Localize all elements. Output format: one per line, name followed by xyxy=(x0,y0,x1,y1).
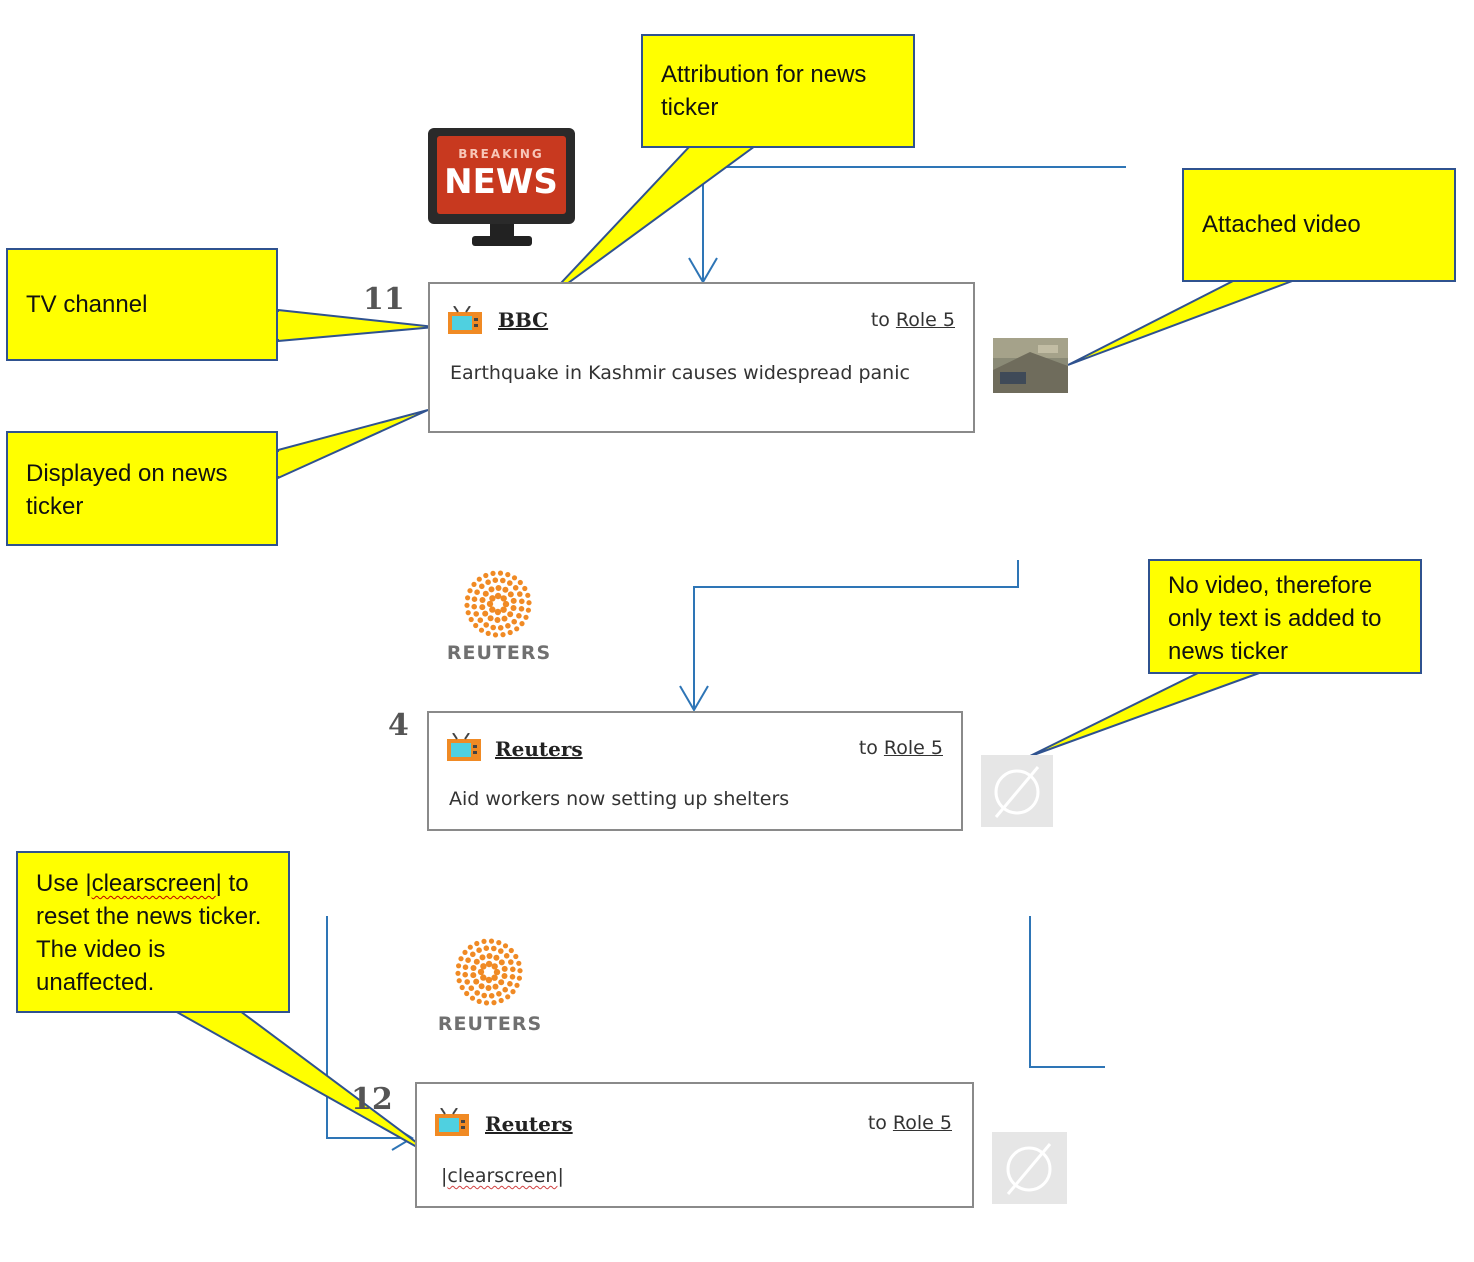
message-number: 11 xyxy=(363,282,405,317)
role-link[interactable]: Role 5 xyxy=(895,309,955,331)
callout-attribution: Attribution for news ticker xyxy=(641,34,915,148)
tv-icon xyxy=(448,306,482,334)
pointer-displayed xyxy=(277,409,429,480)
to-label: to xyxy=(858,737,878,759)
pointer-attribution xyxy=(544,145,759,301)
message-text-word: clearscreen xyxy=(447,1165,558,1187)
callout-clearscreen-post: | to reset the news ticker. The video is… xyxy=(36,870,262,996)
message-text-pre: | xyxy=(441,1165,448,1187)
connector-bottom-right xyxy=(1029,916,1105,1068)
to-label: to xyxy=(870,309,890,331)
pointer-clearscreen xyxy=(171,1010,441,1161)
callout-attribution-text: Attribution for news ticker xyxy=(661,61,867,121)
message-number: 12 xyxy=(351,1082,393,1117)
callout-no-video: No video, therefore only text is added t… xyxy=(1148,559,1422,674)
pointer-no-video xyxy=(1027,671,1263,758)
to-label: to xyxy=(867,1112,887,1134)
role-link[interactable]: Role 5 xyxy=(892,1112,952,1134)
no-video-placeholder xyxy=(981,755,1053,827)
callout-attached-video: Attached video xyxy=(1182,168,1456,282)
connector-bottom-left xyxy=(326,916,410,1139)
callout-tv-channel: TV channel xyxy=(6,248,278,361)
sender-link[interactable]: BBC xyxy=(498,308,549,332)
tv-icon xyxy=(447,733,481,761)
callout-attached-video-text: Attached video xyxy=(1202,211,1361,238)
callout-clearscreen: Use |clearscreen| to reset the news tick… xyxy=(16,851,290,1013)
message-number: 4 xyxy=(388,708,409,743)
pointer-attached-video xyxy=(1067,279,1296,366)
empty-set-icon xyxy=(1006,1143,1052,1195)
callout-clearscreen-word: clearscreen xyxy=(91,870,216,897)
message-text: Earthquake in Kashmir causes widespread … xyxy=(450,362,910,384)
sender-link[interactable]: Reuters xyxy=(495,737,583,761)
sender-link[interactable]: Reuters xyxy=(485,1112,573,1136)
message-text: Aid workers now setting up shelters xyxy=(449,788,790,810)
connector-top xyxy=(702,166,1126,282)
message-text-post: | xyxy=(557,1165,564,1187)
message-text: |clearscreen| xyxy=(441,1163,841,1189)
connector-middle xyxy=(693,560,1019,710)
no-video-placeholder xyxy=(992,1132,1067,1204)
tv-icon xyxy=(435,1108,469,1136)
arrowhead-middle xyxy=(679,685,709,712)
role-link[interactable]: Role 5 xyxy=(883,737,943,759)
callout-displayed: Displayed on news ticker xyxy=(6,431,278,546)
callout-tv-channel-text: TV channel xyxy=(26,291,148,318)
callout-displayed-text: Displayed on news ticker xyxy=(26,460,228,520)
callout-no-video-text: No video, therefore only text is added t… xyxy=(1168,572,1382,665)
callout-clearscreen-pre: Use | xyxy=(36,870,92,897)
pointer-tv-channel xyxy=(277,308,436,343)
empty-set-icon xyxy=(994,766,1040,818)
